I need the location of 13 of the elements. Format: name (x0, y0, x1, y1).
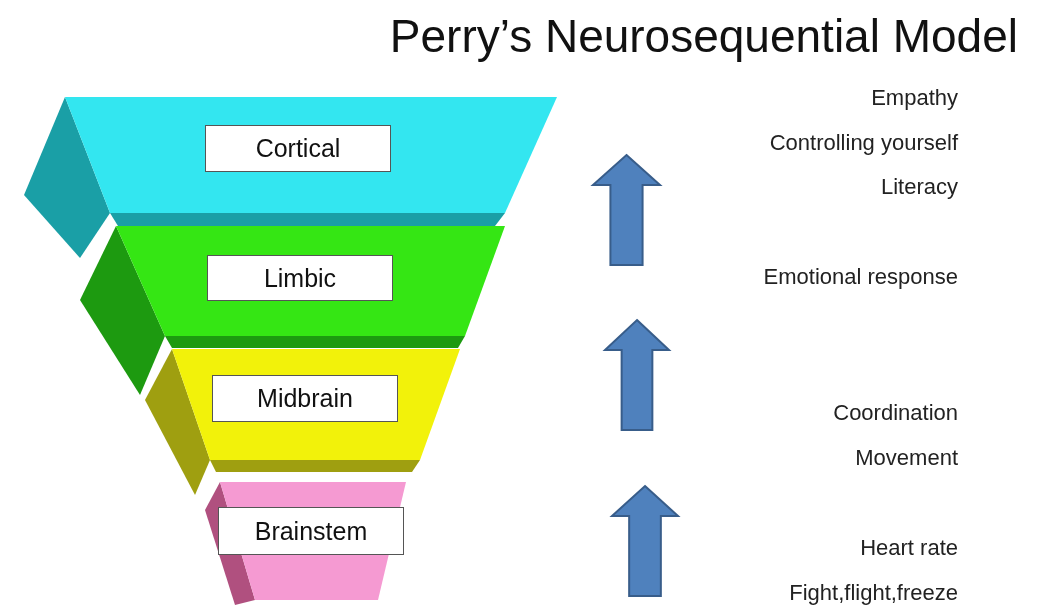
title: Perry’s Neurosequential Model (389, 9, 1018, 64)
function-label: Controlling yourself (769, 130, 958, 156)
layer-label: Limbic (207, 255, 393, 301)
function-label: Empathy (871, 85, 958, 111)
function-label: Movement (855, 445, 958, 471)
function-label: Coordination (833, 400, 958, 426)
layer-label: Cortical (205, 125, 391, 172)
function-label: Heart rate (860, 535, 958, 561)
function-label: Fight,flight,freeze (789, 580, 958, 606)
layer-label: Brainstem (218, 507, 404, 555)
function-label: Emotional response (763, 264, 958, 290)
layer-label: Midbrain (212, 375, 398, 422)
function-label: Literacy (880, 174, 958, 200)
